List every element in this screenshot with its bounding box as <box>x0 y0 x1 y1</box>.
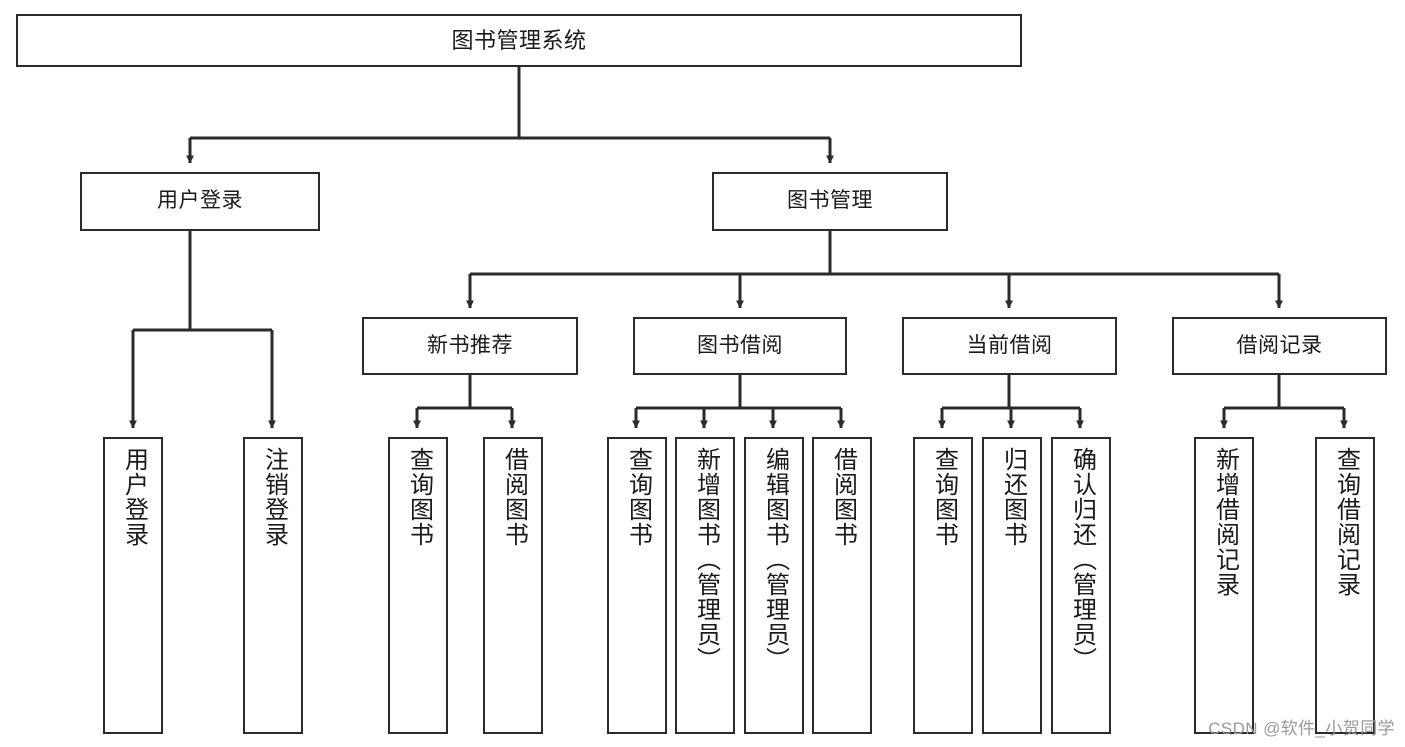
node-label: 图书借阅 <box>697 333 783 357</box>
node-label: 查询图书 <box>405 447 433 547</box>
node-leaf-query-book-3[interactable]: 查询图书 <box>913 437 973 734</box>
edges-book-mgmt <box>466 231 1283 309</box>
node-book-borrowing[interactable]: 图书借阅 <box>633 317 847 375</box>
node-leaf-add-book[interactable]: 新增图书（管理员） <box>675 437 735 734</box>
edges-book-borrow <box>632 375 845 429</box>
node-leaf-query-book-1[interactable]: 查询图书 <box>388 437 448 734</box>
node-user-login[interactable]: 用户登录 <box>80 172 320 231</box>
node-leaf-edit-book[interactable]: 编辑图书（管理员） <box>744 437 804 734</box>
node-leaf-user-login[interactable]: 用户登录 <box>103 437 163 734</box>
edges-user-login <box>129 231 276 429</box>
watermark-text: CSDN @软件_小贺同学 <box>1208 719 1395 738</box>
node-label: 用户登录 <box>157 189 243 213</box>
node-label: 新书推荐 <box>427 333 513 357</box>
node-leaf-return-book[interactable]: 归还图书 <box>982 437 1042 734</box>
node-label: 查询图书 <box>624 447 652 547</box>
edges-borrow-record <box>1220 375 1348 429</box>
node-leaf-logout[interactable]: 注销登录 <box>243 437 303 734</box>
node-label: 确认归还（管理员） <box>1068 447 1096 672</box>
node-label: 图书管理 <box>787 189 873 213</box>
node-label: 借阅图书 <box>500 447 528 547</box>
node-new-book-recommendation[interactable]: 新书推荐 <box>362 317 578 375</box>
edges-root <box>186 67 834 164</box>
node-leaf-query-book-2[interactable]: 查询图书 <box>607 437 667 734</box>
node-label: 新增借阅记录 <box>1211 447 1239 597</box>
edges-new-book-rec <box>413 375 516 429</box>
node-leaf-borrow-book-1[interactable]: 借阅图书 <box>483 437 543 734</box>
node-leaf-borrow-book-2[interactable]: 借阅图书 <box>812 437 872 734</box>
node-label: 注销登录 <box>260 447 288 547</box>
node-label: 当前借阅 <box>966 333 1053 357</box>
edges-current-borrow <box>938 375 1084 429</box>
node-leaf-add-record[interactable]: 新增借阅记录 <box>1194 437 1254 734</box>
node-leaf-confirm-return[interactable]: 确认归还（管理员） <box>1051 437 1111 734</box>
node-label: 查询图书 <box>930 447 958 547</box>
node-label: 借阅记录 <box>1236 333 1323 357</box>
node-current-borrowing[interactable]: 当前借阅 <box>902 317 1117 375</box>
node-borrowing-record[interactable]: 借阅记录 <box>1172 317 1387 375</box>
node-label: 图书管理系统 <box>451 27 587 53</box>
node-leaf-query-record[interactable]: 查询借阅记录 <box>1315 437 1375 734</box>
node-root-system[interactable]: 图书管理系统 <box>16 14 1022 67</box>
node-book-management[interactable]: 图书管理 <box>712 172 948 231</box>
node-label: 查询借阅记录 <box>1332 447 1360 597</box>
node-label: 借阅图书 <box>829 447 857 547</box>
node-label: 归还图书 <box>999 447 1027 547</box>
node-label: 用户登录 <box>120 447 148 547</box>
node-label: 编辑图书（管理员） <box>761 447 789 672</box>
node-label: 新增图书（管理员） <box>692 447 720 672</box>
